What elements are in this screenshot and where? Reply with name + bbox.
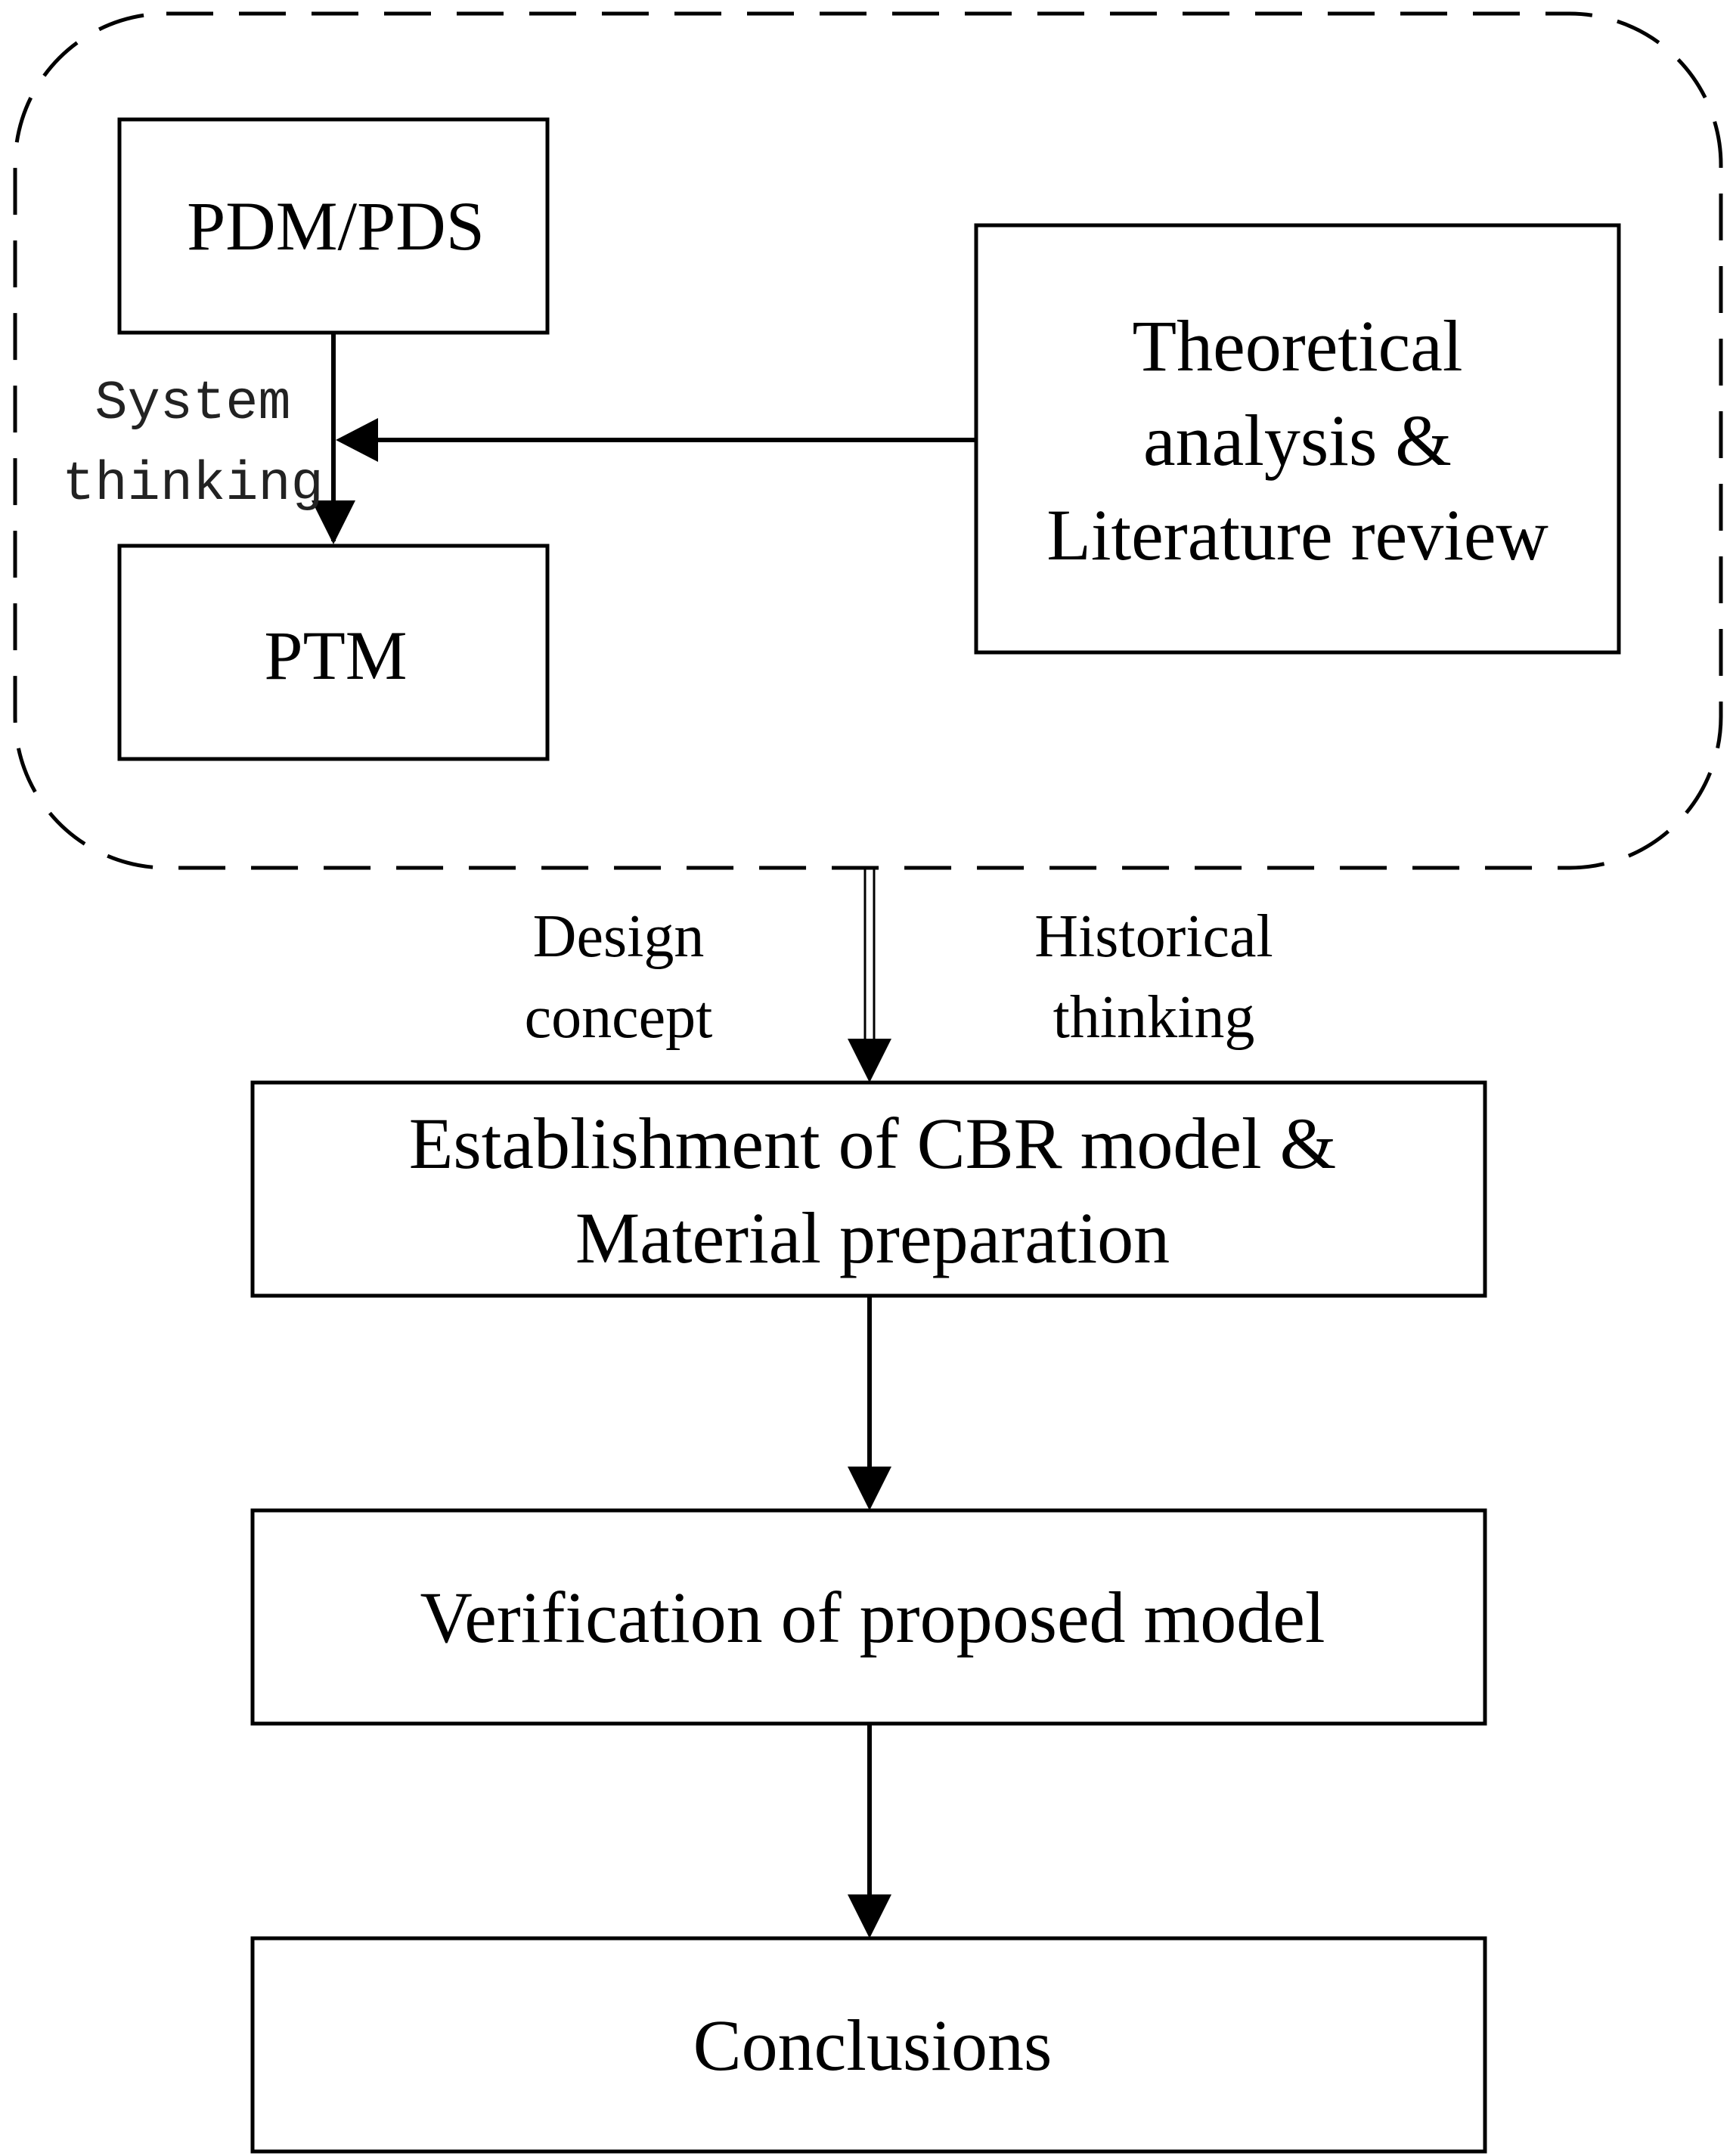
historical-thinking-label-line1: Historical (1034, 903, 1273, 970)
pdm-pds-label: PDM/PDS (187, 187, 485, 265)
ptm-box (117, 544, 550, 761)
ptm-label: PTM (264, 617, 407, 694)
arrowhead-theory-to-junction (336, 418, 378, 462)
historical-thinking-label-line2: thinking (1053, 984, 1255, 1051)
cbr-label-line2: Material preparation (575, 1197, 1170, 1278)
cbr-label-line1: Establishment of CBR model & (409, 1103, 1337, 1184)
verification-label: Verification of proposed model (420, 1577, 1325, 1658)
conclusions-label: Conclusions (693, 2005, 1053, 2086)
system-thinking-label-line1: System (95, 373, 290, 435)
design-concept-label-line1: Design (533, 903, 705, 970)
conclusions-box (250, 1936, 1487, 2154)
design-concept-label-line2: concept (525, 984, 713, 1051)
verification-box (250, 1508, 1487, 1726)
arrowhead-pdm-to-ptm (312, 500, 355, 544)
dashed-group-container (13, 11, 1723, 870)
system-thinking-label-line2: thinking (62, 454, 324, 516)
theory-label-line2: analysis & (1143, 400, 1452, 481)
pdm-pds-box (117, 117, 550, 335)
arrowhead-cbr-to-verification (848, 1467, 891, 1510)
theory-label-line3: Literature review (1046, 494, 1549, 575)
arrowhead-group-to-cbr (848, 1039, 891, 1083)
theory-label-line1: Theoretical (1132, 305, 1462, 386)
arrowhead-verification-to-conclusions (848, 1894, 891, 1938)
